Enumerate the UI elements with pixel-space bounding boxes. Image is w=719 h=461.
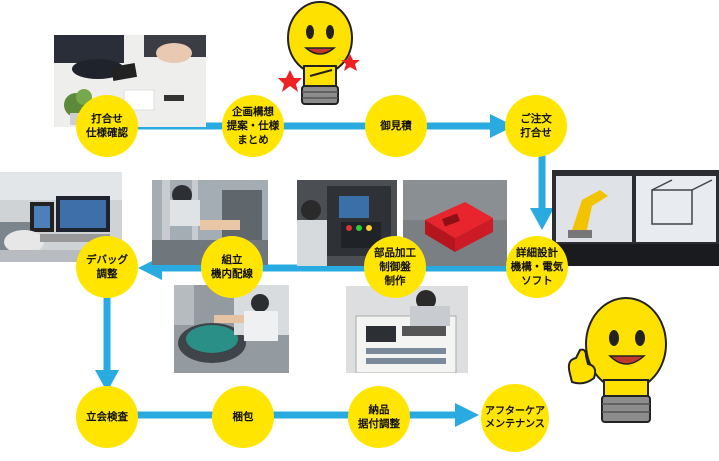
step-order: ご注文 打合せ xyxy=(505,95,567,157)
photo-control-panel xyxy=(346,286,468,373)
step-delivery: 納品 据付調整 xyxy=(348,386,410,448)
step-fabrication: 部品加工 制御盤 制作 xyxy=(364,236,426,298)
photo-cad-design xyxy=(552,170,719,266)
step-packing: 梱包 xyxy=(212,386,274,448)
arrowhead-to-order xyxy=(490,114,514,138)
step-assembly: 組立 機内配線 xyxy=(201,236,263,298)
step-aftercare: アフターケア メンテナンス xyxy=(481,384,549,452)
step-estimate: 御見積 xyxy=(365,95,427,157)
step-debug: デバッグ 調整 xyxy=(76,236,138,298)
step-inspection: 立会検査 xyxy=(76,386,138,448)
arrowhead-to-aftercare xyxy=(455,403,479,427)
step-planning: 企画構想 提案・仕様 まとめ xyxy=(222,95,284,157)
lightbulb-mascot-bottom-icon xyxy=(560,292,680,432)
photo-machining xyxy=(297,180,397,266)
photo-assembly-bottom xyxy=(174,285,289,373)
lightbulb-mascot-top-icon xyxy=(276,0,362,112)
arrowhead-to-inspection xyxy=(95,370,119,392)
arrowhead-to-design xyxy=(530,208,554,230)
step-design: 詳細設計 機構・電気 ソフト xyxy=(506,236,568,298)
step-meeting: 打合せ 仕様確認 xyxy=(76,95,138,157)
